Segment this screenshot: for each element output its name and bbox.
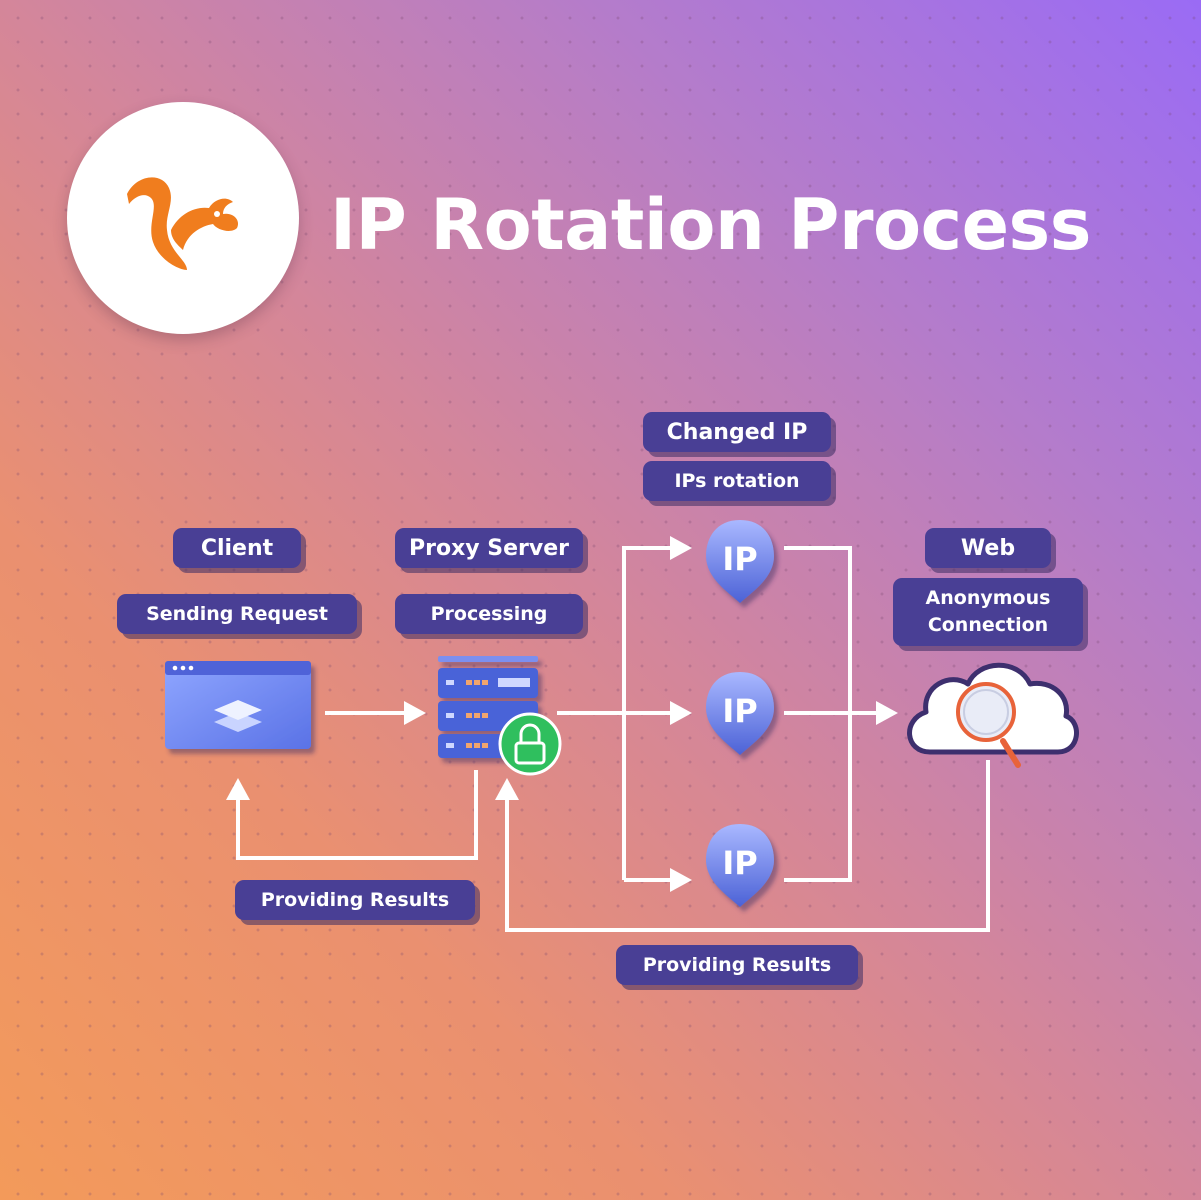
ip-pin-icon <box>706 672 774 755</box>
ip-pin-label: IP <box>722 540 757 578</box>
proxy-server-label: Proxy Server <box>395 528 583 568</box>
logo-badge <box>67 102 299 334</box>
ip-rotation-label: IPs rotation <box>643 461 831 501</box>
ip-pin-label: IP <box>722 844 757 882</box>
client-action-label: Sending Request <box>117 594 357 634</box>
arrow-right-icon <box>670 536 692 560</box>
results-to-client-label: Providing Results <box>235 880 475 920</box>
page-title: IP Rotation Process <box>330 184 1091 266</box>
web-action-line-1: Anonymous <box>925 587 1051 609</box>
arrowheads <box>226 536 898 892</box>
results-to-proxy-label: Providing Results <box>616 945 858 985</box>
arrow-up-icon <box>226 778 250 800</box>
ip-pin-icon <box>706 824 774 907</box>
ip-pin-label: IP <box>722 692 757 730</box>
web-action-label: Anonymous Connection <box>893 578 1083 646</box>
arrow-right-icon <box>876 701 898 725</box>
arrow-right-icon <box>404 701 426 725</box>
cloud-search-icon <box>907 662 1079 768</box>
squirrel-logo-icon <box>127 177 239 270</box>
proxy-action-label: Processing <box>395 594 583 634</box>
web-action-line-2: Connection <box>927 614 1049 636</box>
ip-pin-icon <box>706 520 774 603</box>
changed-ip-label: Changed IP <box>643 412 831 452</box>
browser-window-icon <box>165 661 311 749</box>
arrow-up-icon <box>495 778 519 800</box>
arrow-right-icon <box>670 868 692 892</box>
connector-lines <box>236 546 990 932</box>
arrow-right-icon <box>670 701 692 725</box>
web-label: Web <box>925 528 1051 568</box>
lock-icon <box>498 712 562 776</box>
client-label: Client <box>173 528 301 568</box>
